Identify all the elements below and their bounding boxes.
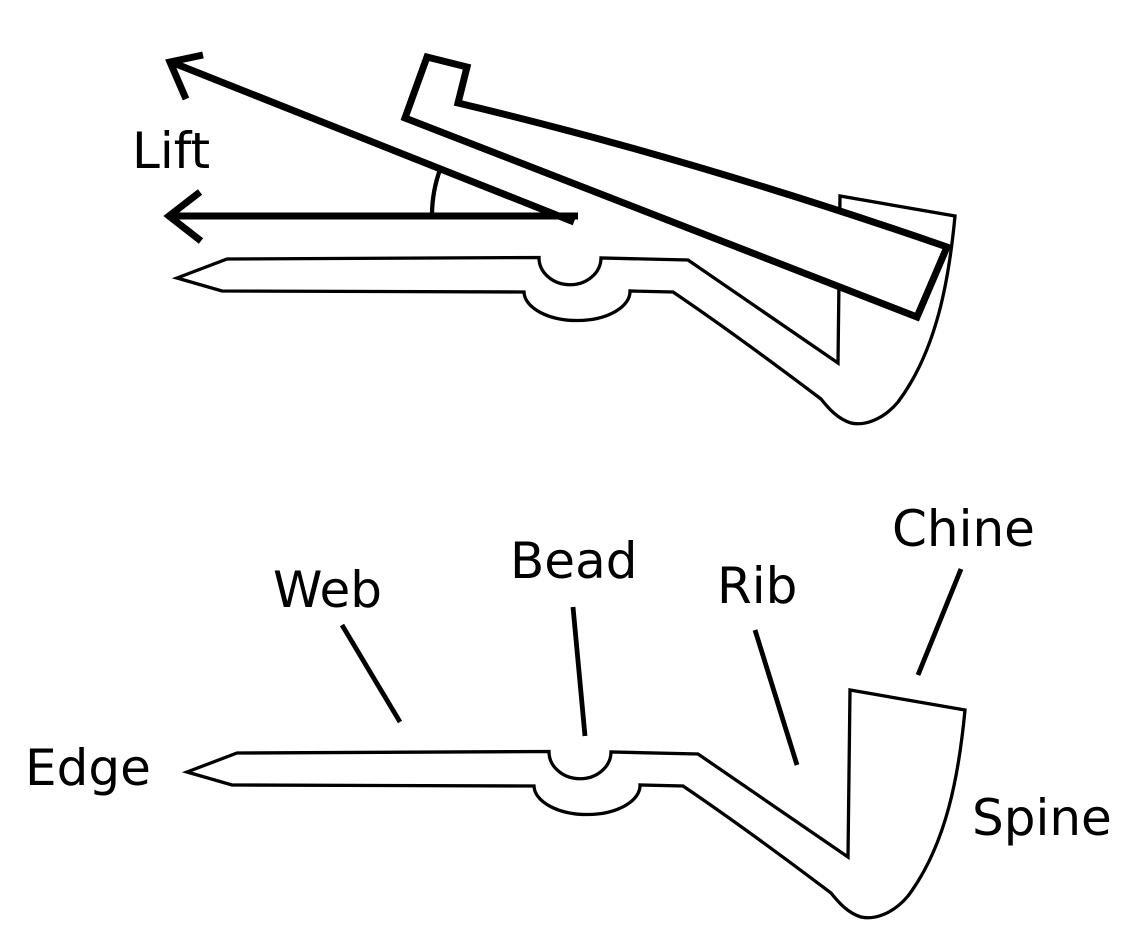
cross-section-outline: [171, 194, 957, 426]
terminology-figure: Edge Web Bead Rib Chine Spine: [25, 500, 1112, 920]
lift-arrow-shaft: [169, 58, 576, 226]
bead-pointer-line: [570, 606, 588, 737]
web-label: Web: [273, 561, 382, 619]
chine-label: Chine: [892, 500, 1035, 558]
chine-pointer-line: [915, 568, 964, 676]
cross-section-outline: [181, 688, 967, 920]
angle-of-attack-arc: [429, 166, 444, 217]
spine-label: Spine: [972, 789, 1112, 847]
web-pointer-line: [339, 623, 403, 724]
travel-direction-arrowhead-icon: [163, 189, 204, 244]
rib-pointer-line: [752, 629, 800, 766]
lift-figure: Lift: [132, 51, 957, 426]
cross-section-top-figure: [171, 194, 957, 426]
bead-label: Bead: [510, 532, 637, 590]
lift-label: Lift: [132, 122, 210, 180]
rib-label: Rib: [717, 557, 797, 615]
lift-arrowhead-icon: [165, 51, 204, 101]
edge-label: Edge: [25, 739, 151, 797]
tilted-blade-outline: [400, 52, 952, 322]
